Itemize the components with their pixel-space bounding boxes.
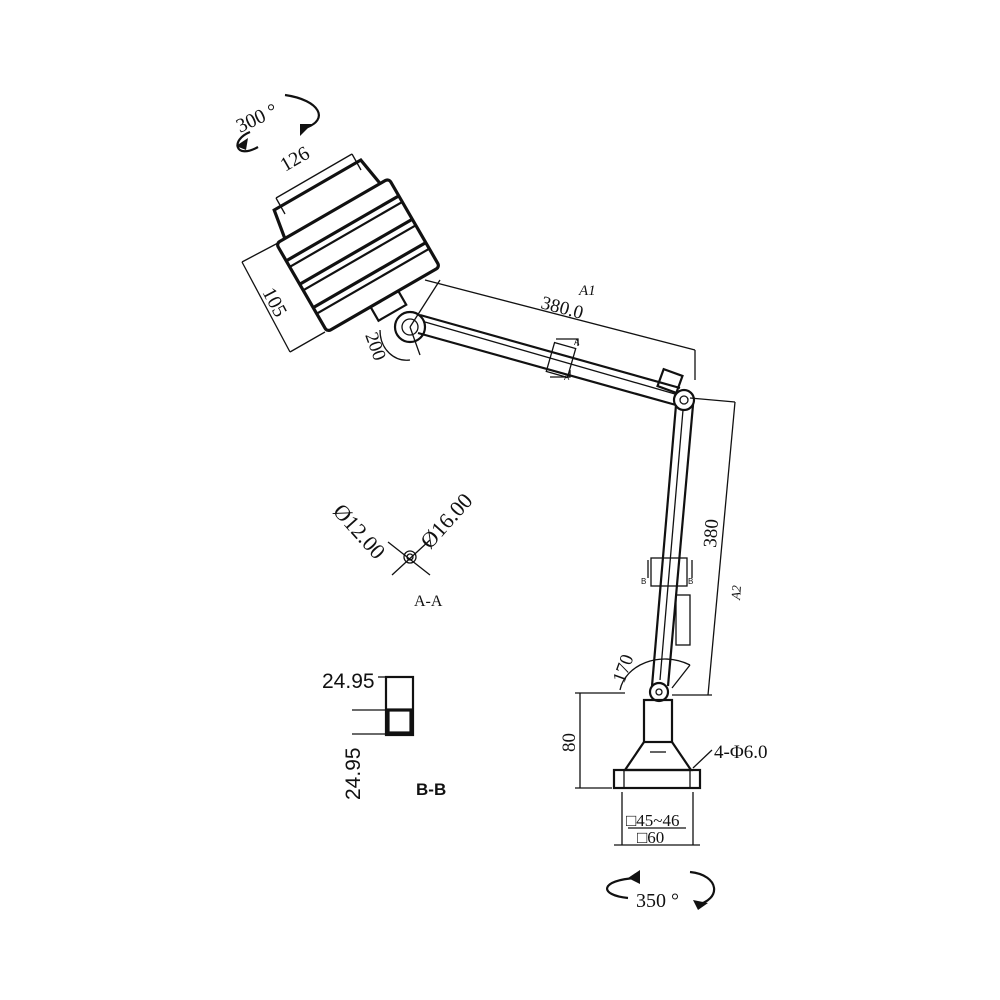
arm-a1 bbox=[417, 313, 681, 407]
section-a-marker-top: A bbox=[574, 338, 580, 347]
base-rotation-arrow bbox=[606, 870, 716, 910]
arm-a2 bbox=[647, 404, 695, 687]
base-inner-label: □45~46 bbox=[626, 811, 679, 830]
mount-holes-label: 4-Φ6.0 bbox=[714, 742, 767, 763]
lamp-head bbox=[272, 157, 440, 332]
elbow-joint bbox=[656, 367, 696, 412]
arm2-id-label: A2 bbox=[728, 584, 744, 601]
lamp-base bbox=[612, 698, 702, 790]
section-bb-height: 24.95 bbox=[342, 747, 365, 800]
section-bb-width: 24.95 bbox=[322, 670, 375, 693]
head-joint bbox=[379, 279, 441, 361]
base-rotation-label: 350 ° bbox=[636, 890, 679, 912]
head-height-label: 105 bbox=[258, 284, 292, 321]
head-rotation-label: 300 ° bbox=[233, 99, 281, 137]
arm2-length-label: 380 bbox=[700, 518, 723, 548]
section-b-marker-left: B bbox=[641, 577, 646, 586]
base-height-label: 80 bbox=[559, 733, 580, 752]
arm1-id-label: A1 bbox=[578, 283, 596, 299]
section-bb-title: B-B bbox=[416, 780, 446, 799]
section-aa-outer-dia: Ø16.00 bbox=[415, 488, 477, 553]
section-aa-title: A-A bbox=[414, 593, 443, 610]
base-tilt-label: 170 bbox=[609, 652, 638, 686]
section-aa-detail bbox=[387, 539, 431, 576]
section-a-marker-bottom: A bbox=[564, 373, 570, 382]
section-b-marker-right: B bbox=[688, 577, 693, 586]
section-aa-inner-dia: Ø12.00 bbox=[328, 499, 390, 564]
head-tilt-label: 200 bbox=[360, 330, 389, 364]
head-rotation-arrow bbox=[236, 93, 320, 153]
head-width-label: 126 bbox=[277, 142, 314, 176]
section-bb-detail bbox=[352, 675, 415, 737]
base-outer-label: □60 bbox=[637, 828, 664, 847]
